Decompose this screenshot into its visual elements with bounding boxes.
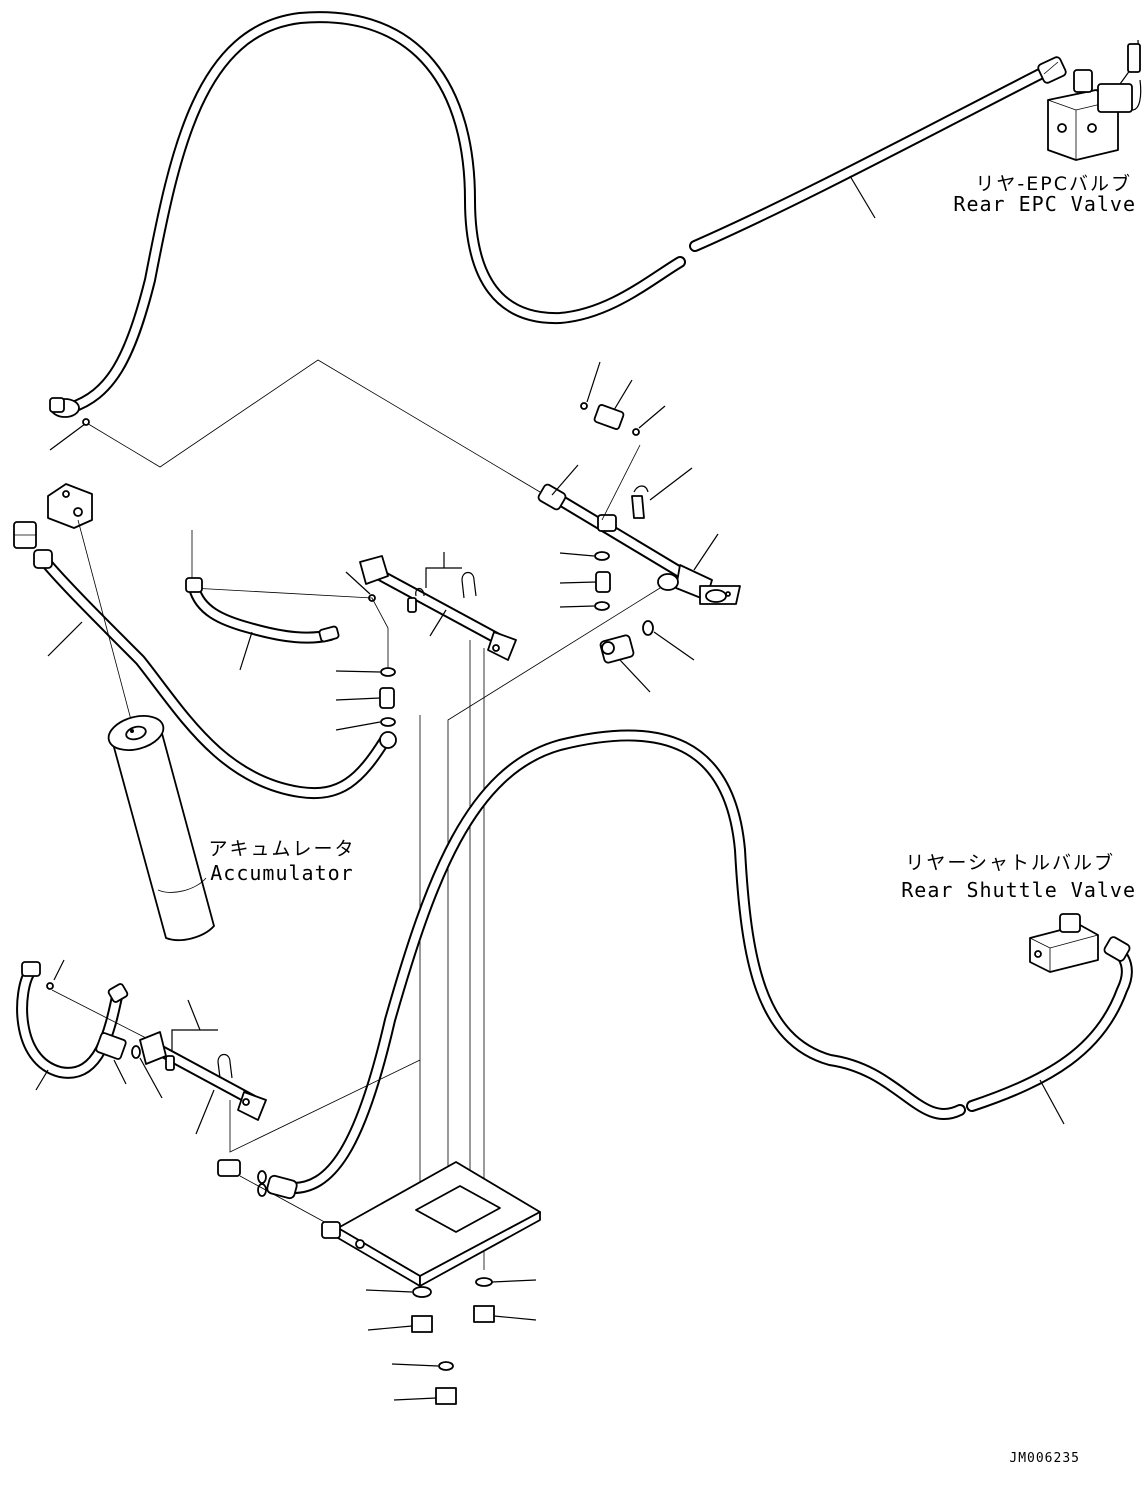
callout-line: [195, 1089, 215, 1135]
assembly-line: [239, 1175, 331, 1226]
accumulator-hose: [33, 549, 397, 800]
callout-line: [345, 571, 371, 595]
adapter-fitting: [595, 571, 611, 593]
nut: [435, 1387, 457, 1405]
callout-line: [187, 999, 201, 1031]
assembly-line: [191, 530, 389, 668]
lower-tube: [139, 1031, 267, 1121]
assembly-line: [77, 519, 136, 736]
assembly-line: [51, 989, 151, 1041]
callout-line: [493, 1315, 537, 1321]
callout-line: [53, 959, 65, 981]
callout-line: [586, 361, 601, 403]
callout-line: [335, 721, 381, 731]
o-ring: [380, 667, 396, 677]
callout-line: [335, 670, 381, 673]
callout-line: [559, 552, 595, 557]
upper-right-tube: [537, 483, 741, 605]
short-hose-upper: [185, 577, 340, 644]
o-ring: [594, 601, 610, 611]
callout-line: [619, 659, 651, 693]
assembly-line: [447, 587, 661, 1270]
connector-block: [47, 483, 93, 529]
callout-line: [239, 631, 253, 671]
washer: [438, 1361, 454, 1371]
callout-line: [425, 567, 462, 588]
callout-line: [491, 1279, 537, 1283]
callout-line: [429, 609, 447, 637]
callout-line: [693, 533, 719, 571]
swivel-elbow: [599, 634, 635, 664]
assembly-line: [229, 1059, 421, 1153]
elbow-fitting: [593, 404, 625, 430]
callout-line: [1039, 1079, 1065, 1125]
nut: [411, 1315, 433, 1333]
o-ring: [257, 1183, 267, 1197]
callout-line: [367, 1325, 413, 1331]
accumulator-label-jp: アキュムレータ: [208, 838, 355, 860]
washer: [475, 1277, 493, 1287]
mounting-plate: [321, 1161, 541, 1287]
o-ring: [46, 982, 54, 990]
callout-line: [49, 423, 86, 451]
upper-long-hose: [64, 11, 1054, 414]
callout-line: [559, 581, 597, 584]
callout-line: [849, 175, 876, 219]
callout-line: [653, 631, 695, 661]
callout-line: [113, 1059, 127, 1085]
callout-line: [393, 1397, 437, 1401]
rear-shuttle-valve-label-en: Rear Shuttle Valve: [901, 878, 1136, 902]
o-ring: [131, 1045, 141, 1059]
callout-line: [335, 697, 381, 701]
swivel-elbow-lower: [95, 1032, 127, 1060]
callout-line: [171, 1029, 218, 1052]
upper-hose-end-fitting: [49, 397, 80, 418]
lower-long-hose: [266, 729, 1133, 1200]
o-ring: [257, 1170, 267, 1184]
callout-line: [559, 605, 595, 608]
adapter-fitting: [379, 687, 395, 709]
callout-line: [139, 1057, 163, 1099]
o-ring: [642, 620, 654, 636]
center-tube: [359, 555, 517, 661]
washer: [412, 1286, 432, 1298]
assembly-line: [84, 359, 546, 496]
rear-shuttle-valve-label-jp: リヤーシャトルバルブ: [905, 851, 1115, 874]
epc-hose-end-fitting: [1037, 56, 1067, 84]
rear-epc-valve-label-jp: リヤ-EPCバルブ: [975, 172, 1132, 195]
callout-line: [35, 1069, 49, 1091]
nut: [473, 1305, 495, 1323]
o-ring: [580, 402, 588, 410]
lower-left-hose: [16, 961, 129, 1079]
accumulator: [107, 715, 215, 941]
callout-line: [551, 464, 579, 496]
rear-epc-valve: [1047, 39, 1142, 161]
callout-line: [613, 379, 633, 411]
o-ring: [380, 717, 396, 727]
accumulator-label-en: Accumulator: [210, 861, 353, 885]
callout-line: [391, 1363, 439, 1367]
rear-shuttle-valve: [1029, 913, 1099, 973]
callout-line: [365, 1289, 413, 1293]
adapter-fitting: [217, 1159, 241, 1177]
rear-epc-valve-label-en: Rear EPC Valve: [953, 192, 1136, 216]
straight-fitting: [13, 521, 37, 549]
callout-line: [47, 621, 83, 657]
o-ring: [594, 551, 610, 561]
assembly-line: [601, 444, 641, 521]
callout-line: [638, 405, 666, 429]
callout-line: [649, 467, 693, 501]
drawing-number: JM006235: [1009, 1451, 1080, 1466]
o-ring: [632, 428, 640, 436]
